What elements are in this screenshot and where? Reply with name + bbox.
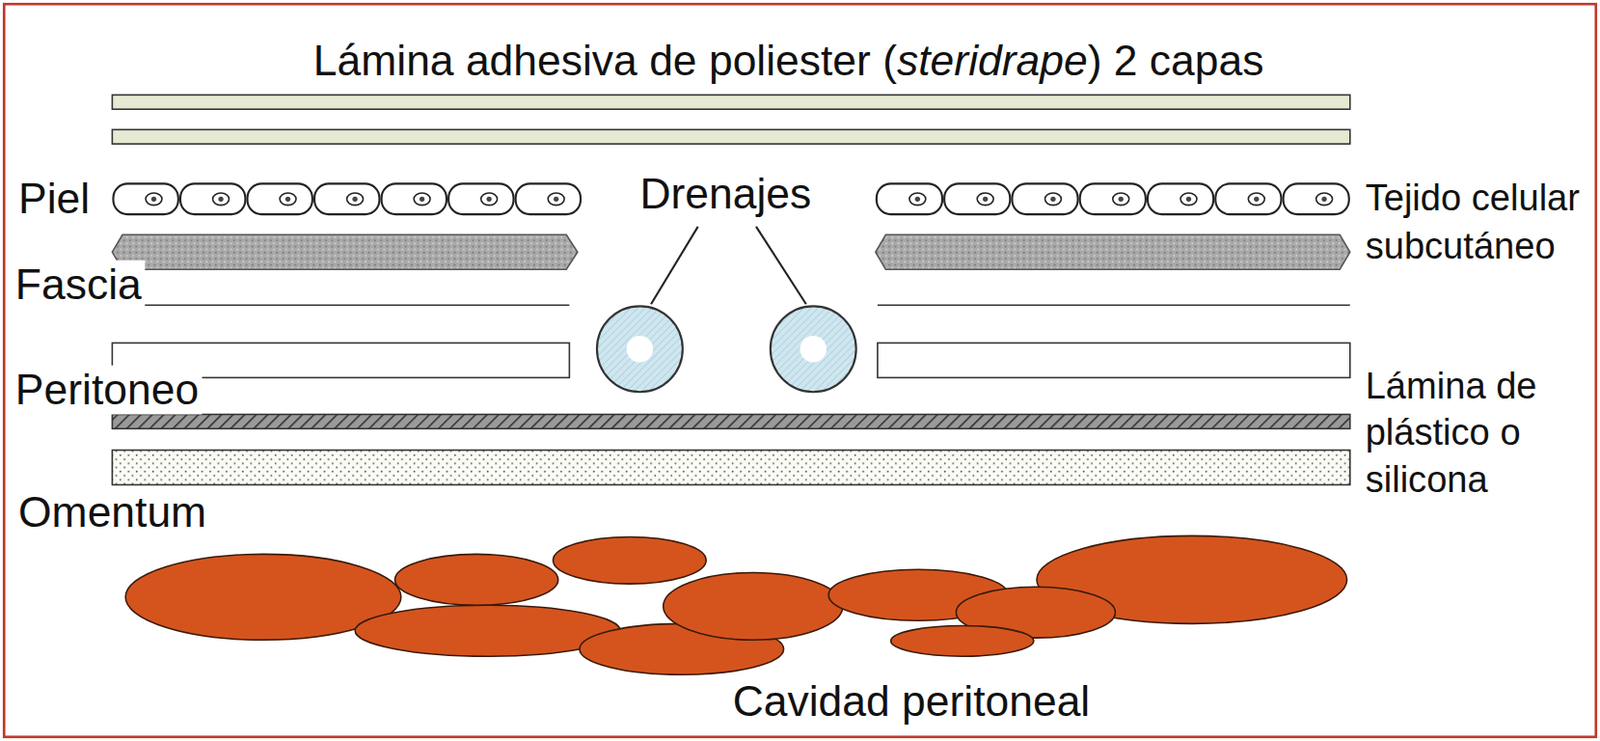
nucleolus [1118, 196, 1124, 202]
skin-cell [180, 183, 245, 215]
cell-nucleus [481, 192, 498, 206]
nucleolus [553, 196, 559, 202]
drain-label: Drenajes [636, 169, 814, 219]
muscle-band [877, 342, 1351, 378]
cell-nucleus [1316, 192, 1333, 206]
cell-wall [246, 183, 312, 215]
skin-cell [246, 183, 312, 215]
nucleolus [419, 196, 425, 202]
layer-label: Lámina de plástico o silicona [1361, 362, 1588, 504]
nucleolus [1321, 196, 1327, 202]
plastic-sheet [111, 450, 1350, 486]
cell-nucleus [213, 192, 230, 206]
cell-wall [1080, 183, 1146, 215]
cell-wall [1011, 183, 1078, 215]
cell-nucleus [1180, 192, 1197, 206]
cell-nucleus [547, 192, 565, 206]
skin-cell [381, 183, 447, 215]
layer-label: Fascia [12, 260, 145, 310]
cell-wall [180, 183, 245, 215]
skin-cell [1215, 183, 1281, 215]
skin-cell [1011, 183, 1078, 215]
skin-cell [112, 183, 178, 215]
nucleolus [151, 196, 157, 202]
cell-wall [448, 183, 514, 215]
skin-cell [515, 183, 581, 215]
skin-cell [1283, 183, 1350, 215]
frame [3, 3, 1597, 737]
cell-wall [876, 183, 943, 215]
cavity-label: Cavidad peritoneal [729, 676, 1093, 726]
nucleolus [1253, 196, 1259, 202]
cell-wall [1283, 183, 1350, 215]
omentum-fold [663, 571, 843, 640]
cell-wall [1215, 183, 1281, 215]
drain-tube [770, 305, 857, 392]
skin-cell [1147, 183, 1214, 215]
layer-label: Omentum [15, 488, 210, 538]
skin-cell [448, 183, 514, 215]
cell-nucleus [279, 192, 297, 206]
layer-label: Tejido celular subcutáneo [1361, 173, 1588, 270]
skin-cell [314, 183, 380, 215]
cell-wall [112, 183, 178, 215]
skin-cell [944, 183, 1010, 215]
cell-wall [381, 183, 447, 215]
peritoneum-band [111, 413, 1350, 429]
cell-nucleus [1247, 192, 1265, 206]
omentum-fold [394, 553, 558, 605]
cell-nucleus [1044, 192, 1061, 206]
cell-nucleus [347, 192, 364, 206]
nucleolus [217, 196, 223, 202]
subcutaneous-band [111, 234, 577, 270]
skin-cell [1080, 183, 1146, 215]
skin-cell [876, 183, 943, 215]
sheet-label: Lámina adhesiva de poliester (steridrape… [310, 36, 1268, 86]
nucleolus [915, 196, 921, 202]
layer-label: Peritoneo [12, 365, 203, 415]
drain-lumen [800, 335, 828, 363]
omentum [125, 535, 1347, 675]
cell-nucleus [909, 192, 926, 206]
cell-wall [314, 183, 380, 215]
drain-tube [596, 305, 683, 392]
fascia-line [877, 304, 1351, 307]
adhesive-sheet [111, 94, 1350, 109]
nucleolus [486, 196, 491, 202]
nucleolus [1050, 196, 1056, 202]
leader-line [650, 226, 699, 304]
nucleolus [982, 196, 988, 202]
cell-nucleus [413, 192, 431, 206]
nucleolus [1186, 196, 1192, 202]
cell-wall [944, 183, 1010, 215]
cell-nucleus [1112, 192, 1130, 206]
cell-wall [515, 183, 581, 215]
cell-nucleus [976, 192, 994, 206]
cell-wall [1147, 183, 1214, 215]
adhesive-sheet [111, 129, 1350, 144]
omentum-fold [891, 624, 1034, 656]
drain-lumen [626, 335, 654, 363]
omentum-fold [552, 536, 706, 584]
nucleolus [352, 196, 357, 202]
subcutaneous-band [875, 234, 1351, 270]
layer-label: Piel [15, 174, 93, 224]
fascia-line [111, 304, 570, 307]
leader-line [756, 226, 807, 304]
nucleolus [285, 196, 291, 202]
cell-nucleus [145, 192, 163, 206]
